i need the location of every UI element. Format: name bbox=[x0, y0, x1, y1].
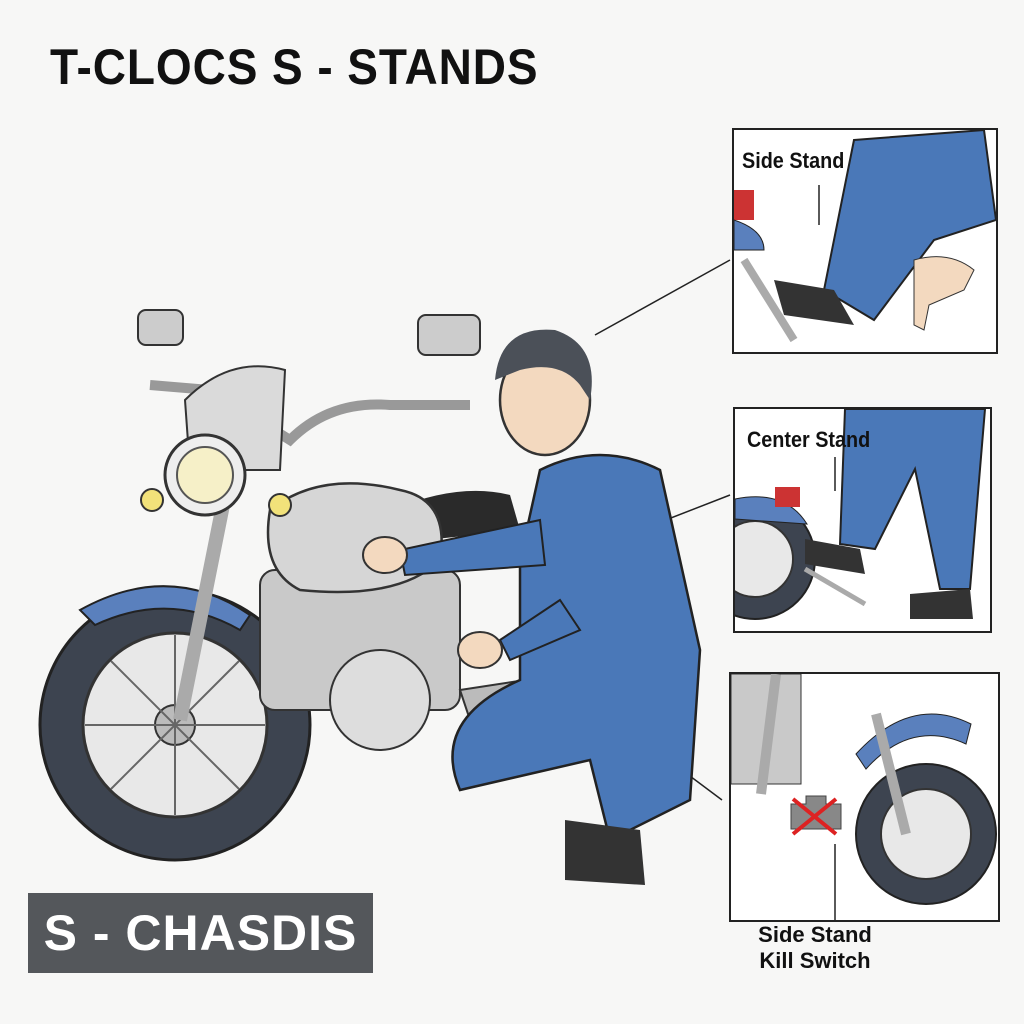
headlight-lens bbox=[176, 446, 234, 504]
kill-switch-caption: Side Stand Kill Switch bbox=[740, 922, 890, 974]
kill-switch-illustration bbox=[731, 674, 997, 920]
turn-signal-right bbox=[268, 493, 292, 517]
turn-signal-left bbox=[140, 488, 164, 512]
kill-switch-icon bbox=[790, 795, 842, 836]
inset-kill-switch bbox=[729, 672, 1000, 922]
mirror-right bbox=[417, 314, 481, 356]
mechanic bbox=[362, 329, 702, 885]
caption-line-1: Side Stand bbox=[758, 922, 872, 947]
handlebar bbox=[149, 380, 470, 447]
engine-cover bbox=[329, 649, 431, 751]
page-title: T-CLOCS S - STANDS bbox=[50, 39, 539, 95]
caption-line-2: Kill Switch bbox=[759, 948, 871, 973]
inset-side-stand: Side Stand bbox=[732, 128, 998, 354]
mirror-left bbox=[137, 309, 184, 346]
inset-center-stand: Center Stand bbox=[733, 407, 992, 633]
inset-label: Center Stand bbox=[747, 427, 871, 452]
chassis-badge: S - CHASDIS bbox=[28, 893, 373, 973]
inset-label: Side Stand bbox=[742, 148, 845, 173]
fuel-tank bbox=[266, 482, 443, 594]
leader-line bbox=[594, 259, 731, 336]
center-stand-illustration bbox=[735, 409, 987, 620]
front-wheel bbox=[38, 588, 312, 862]
side-stand-illustration bbox=[734, 130, 996, 343]
